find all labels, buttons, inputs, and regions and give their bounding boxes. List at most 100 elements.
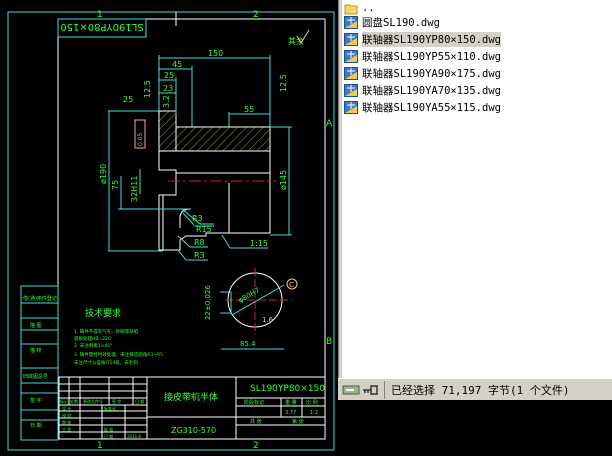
list-item-label: 联轴器SL190YA70×135.dwg bbox=[362, 84, 501, 97]
dwg-file-icon bbox=[344, 83, 358, 97]
dim-75: 75 bbox=[111, 180, 120, 190]
svg-text:2. 未注倒角1×45°: 2. 未注倒角1×45° bbox=[74, 342, 112, 349]
dim-r3-b: R3 bbox=[194, 251, 205, 260]
roughness-12-5-a: 12.5 bbox=[143, 80, 152, 98]
dim-dia145: ø145 bbox=[279, 170, 288, 190]
svg-text:审 核: 审 核 bbox=[62, 419, 71, 425]
list-item-file[interactable]: 圆盘SL190.dwg bbox=[344, 14, 440, 30]
list-item-parent-folder[interactable]: .. bbox=[344, 0, 375, 16]
chamfer-label: C bbox=[289, 281, 294, 289]
side-labels: 借(通)用件登记 描 图 描 校 旧底图总号 签 字 日 期 bbox=[23, 295, 57, 429]
dim-23: 23 bbox=[163, 84, 173, 93]
svg-text:旧底图总号: 旧底图总号 bbox=[23, 373, 48, 380]
list-item-label: 联轴器SL190YA90×175.dwg bbox=[362, 67, 501, 80]
side-column bbox=[20, 285, 59, 441]
svg-text:处数: 处数 bbox=[70, 398, 78, 404]
zone-label-b: B bbox=[326, 337, 332, 347]
dwg-file-icon bbox=[344, 32, 358, 46]
svg-text:更改文件号: 更改文件号 bbox=[83, 398, 103, 404]
roughness-3-2: 3.2 bbox=[162, 95, 171, 108]
dimension-labels: 150 45 25 23 55 25 R3 R15 R8 R3 1:15 ø19… bbox=[99, 49, 288, 260]
svg-text:描 图: 描 图 bbox=[30, 322, 42, 329]
svg-text:阶段标记: 阶段标记 bbox=[244, 399, 264, 406]
svg-text:借(通)用件登记: 借(通)用件登记 bbox=[23, 295, 57, 302]
zone-label-1-bottom: 1 bbox=[97, 441, 103, 451]
dim-bore: φ80H7 bbox=[237, 286, 261, 305]
svg-text:调质处理HB=220: 调质处理HB=220 bbox=[74, 335, 111, 342]
svg-text:日 期: 日 期 bbox=[30, 423, 42, 429]
background-area bbox=[338, 400, 612, 452]
dim-150: 150 bbox=[208, 49, 223, 58]
tolerance-frame bbox=[134, 119, 146, 149]
svg-text:批 准: 批 准 bbox=[104, 426, 113, 432]
dim-r15: R15 bbox=[196, 225, 212, 234]
file-list-pane[interactable]: .. 圆盘SL190.dwg 联轴器SL190YP80×150.dwg 联轴器S… bbox=[342, 0, 612, 378]
dim-45: 45 bbox=[172, 60, 182, 69]
tolerance-value: 0.05 bbox=[137, 132, 144, 146]
dim-dia190: ø190 bbox=[99, 164, 108, 184]
zone-label-2-bottom: 2 bbox=[253, 441, 259, 451]
outer-border bbox=[7, 11, 335, 451]
svg-text:2011.6: 2011.6 bbox=[127, 434, 141, 439]
dim-key-width: 22±0.026 bbox=[204, 285, 212, 320]
list-item-label: 联轴器SL190YP55×110.dwg bbox=[362, 50, 501, 63]
dim-32h11: 32H11 bbox=[130, 176, 139, 202]
svg-text:重 量: 重 量 bbox=[285, 399, 297, 406]
part-code: SL190YP80×150 bbox=[250, 384, 325, 394]
status-bar: 已经选择 71,197 字节(1 个文件) bbox=[338, 378, 612, 401]
svg-text:比 例: 比 例 bbox=[306, 399, 318, 406]
dim-taper: 1:15 bbox=[250, 239, 268, 248]
svg-text:日 期: 日 期 bbox=[104, 433, 113, 439]
dim-key-depth: 85.4 bbox=[240, 340, 256, 348]
svg-text:第 张: 第 张 bbox=[292, 418, 304, 425]
code-box bbox=[57, 18, 147, 38]
pane-splitter[interactable] bbox=[338, 0, 343, 400]
svg-text:3. 铸件需经时效处理，未注铸造圆角R3~R5: 3. 铸件需经时效处理，未注铸造圆角R3~R5 bbox=[74, 351, 163, 358]
list-item-file[interactable]: 联轴器SL190YA90×175.dwg bbox=[344, 65, 501, 81]
svg-text:共 张: 共 张 bbox=[250, 418, 262, 425]
list-item-file-selected[interactable]: 联轴器SL190YP80×150.dwg bbox=[344, 31, 501, 47]
list-item-label: .. bbox=[362, 2, 375, 14]
dim-55: 55 bbox=[244, 105, 254, 114]
tech-req-list: 1. 铸件不得有气孔、砂眼等缺陷 调质处理HB=220 2. 未注倒角1×45°… bbox=[74, 328, 163, 366]
svg-text:校 对: 校 对 bbox=[62, 412, 71, 418]
roughness-rest-label: 其余 bbox=[288, 36, 304, 46]
svg-text:签 字: 签 字 bbox=[112, 398, 121, 404]
list-item-label: 联轴器SL190YA55×115.dwg bbox=[362, 101, 501, 114]
folder-icon bbox=[344, 4, 358, 14]
roughness-12-5-b: 12.5 bbox=[279, 74, 288, 92]
svg-text:1. 铸件不得有气孔、砂眼等缺陷: 1. 铸件不得有气孔、砂眼等缺陷 bbox=[74, 328, 139, 335]
dim-25: 25 bbox=[164, 71, 174, 80]
part-name: 接皮带机半体 bbox=[164, 391, 218, 403]
code-box-text: SL190YP80×150 bbox=[60, 21, 143, 32]
list-item-file[interactable]: 联轴器SL190YP55×110.dwg bbox=[344, 48, 501, 64]
list-item-label: 圆盘SL190.dwg bbox=[362, 16, 440, 29]
title-block bbox=[58, 376, 326, 440]
status-text: 已经选择 71,197 字节(1 个文件) bbox=[391, 384, 570, 397]
key-icon bbox=[363, 385, 378, 395]
svg-text:未注尺寸公差按IT14级，去毛刺: 未注尺寸公差按IT14级，去毛刺 bbox=[74, 359, 138, 366]
dimension-lines bbox=[108, 55, 292, 261]
key-section-view: C φ80H7 22±0.026 85.4 1.6 bbox=[204, 268, 298, 350]
title-block-text: 接皮带机半体 SL190YP80×150 ZG310-570 阶段标记 重 量 … bbox=[60, 384, 325, 439]
svg-text:日 期: 日 期 bbox=[135, 398, 144, 404]
list-item-file[interactable]: 联轴器SL190YA70×135.dwg bbox=[344, 82, 501, 98]
list-item-file[interactable]: 联轴器SL190YA55×115.dwg bbox=[344, 99, 501, 115]
svg-text:签 字: 签 字 bbox=[30, 397, 42, 404]
weight-value: 3.77 bbox=[285, 410, 296, 416]
scale-value: 1:2 bbox=[310, 410, 318, 416]
dwg-file-icon bbox=[344, 100, 358, 114]
drawing-canvas: 1 2 A B 1 2 SL190YP80×150 其余 bbox=[7, 10, 335, 451]
dwg-file-icon bbox=[344, 15, 358, 29]
drawing-number: ZG310-570 bbox=[171, 426, 216, 435]
list-item-label: 联轴器SL190YP80×150.dwg bbox=[362, 31, 501, 47]
svg-text:标记: 标记 bbox=[60, 398, 68, 404]
cad-drawing-viewport[interactable]: 1 2 A B 1 2 SL190YP80×150 其余 bbox=[0, 0, 338, 452]
zone-label-a: A bbox=[326, 119, 333, 129]
part-section bbox=[158, 110, 271, 251]
drive-icon bbox=[342, 385, 360, 395]
dim-r8: R8 bbox=[194, 238, 205, 247]
svg-text:设 计: 设 计 bbox=[62, 405, 71, 411]
tech-req-title: 技术要求 bbox=[85, 307, 121, 319]
roughness-1-6: 1.6 bbox=[262, 316, 274, 324]
